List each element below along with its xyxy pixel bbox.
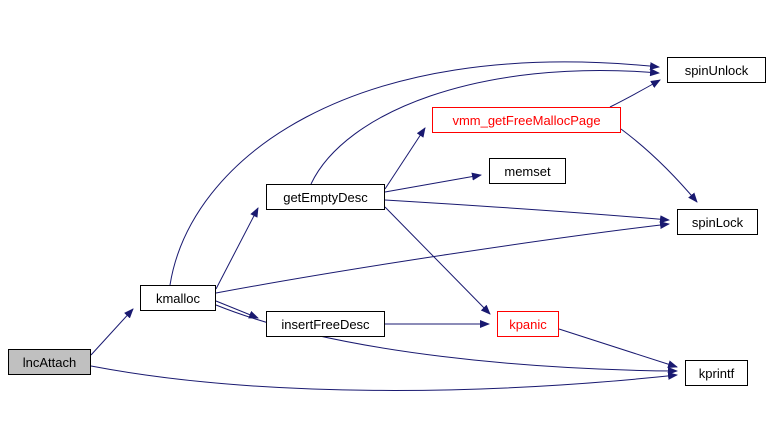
node-lncAttach[interactable]: lncAttach	[8, 349, 91, 375]
edge-getEmptyDesc-to-memset	[384, 172, 482, 193]
node-insertFreeDesc[interactable]: insertFreeDesc	[266, 311, 385, 337]
node-getEmptyDesc[interactable]: getEmptyDesc	[266, 184, 385, 210]
node-vmm_getFreeMallocPage[interactable]: vmm_getFreeMallocPage	[432, 107, 621, 133]
edge-getEmptyDesc-to-spinLock	[384, 199, 670, 224]
edge-kmalloc-to-getEmptyDesc	[215, 207, 259, 290]
edge-getEmptyDesc-to-vmm_getFreeMallocPage	[384, 127, 426, 190]
edge-lncAttach-to-kprintf	[90, 365, 678, 391]
edge-lncAttach-to-kmalloc	[90, 308, 134, 356]
node-memset[interactable]: memset	[489, 158, 566, 184]
edge-vmm_getFreeMallocPage-to-spinUnlock	[609, 79, 661, 108]
edge-vmm_getFreeMallocPage-to-spinLock	[620, 128, 698, 203]
edge-kmalloc-to-insertFreeDesc	[215, 300, 259, 319]
node-spinUnlock[interactable]: spinUnlock	[667, 57, 766, 83]
edge-getEmptyDesc-to-kpanic	[384, 206, 491, 315]
node-spinLock[interactable]: spinLock	[677, 209, 758, 235]
edge-kmalloc-to-spinUnlock	[169, 61, 660, 286]
edge-kpanic-to-kprintf	[558, 328, 678, 369]
edge-kmalloc-to-spinLock	[215, 221, 670, 294]
node-kmalloc[interactable]: kmalloc	[140, 285, 216, 311]
node-kpanic[interactable]: kpanic	[497, 311, 559, 337]
node-kprintf[interactable]: kprintf	[685, 360, 748, 386]
